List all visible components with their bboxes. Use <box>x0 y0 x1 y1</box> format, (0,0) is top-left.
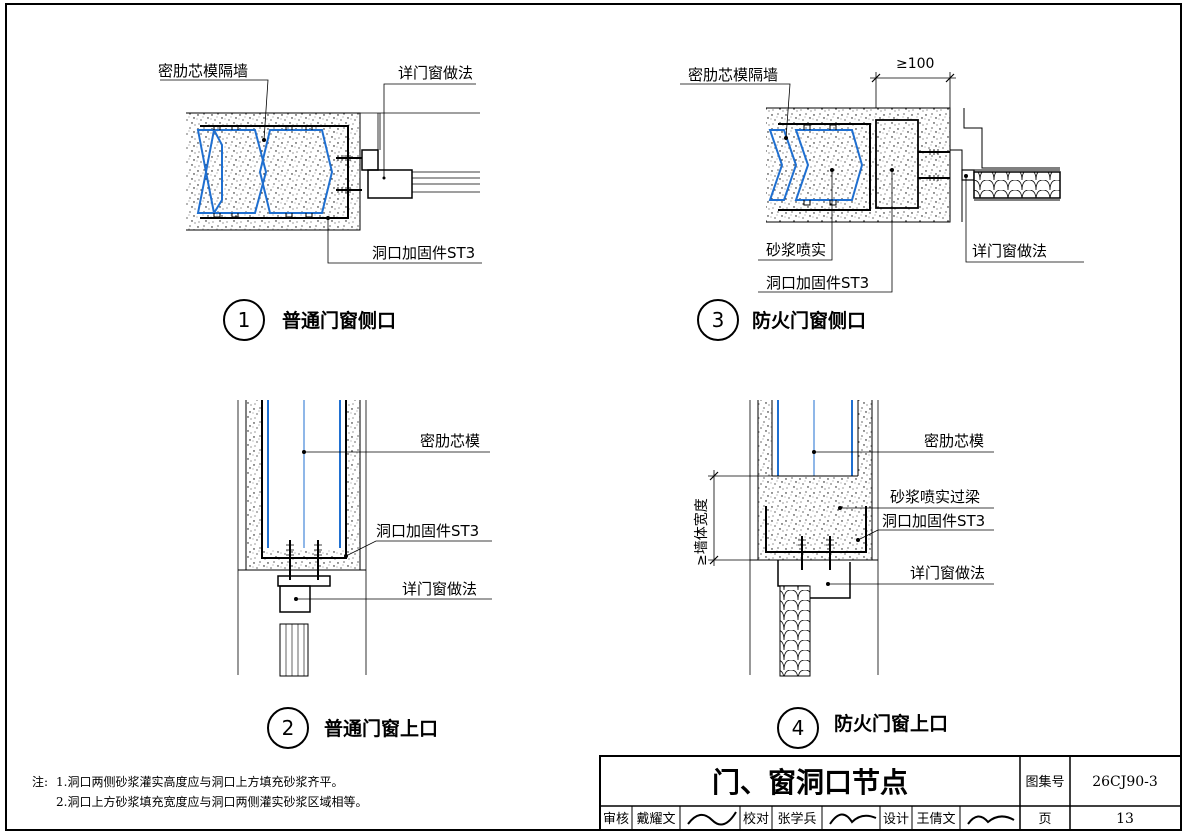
detail-1-drawing <box>160 79 482 264</box>
detail-4-title: 防火门窗上口 <box>834 712 948 735</box>
detail-4-core-label: 密肋芯模 <box>924 432 984 450</box>
detail-4-lintel-label: 砂浆喷实过梁 <box>890 488 980 506</box>
designer-signature <box>967 815 1015 825</box>
detail-1-number: 1 <box>238 308 251 332</box>
review-label: 审核 <box>603 812 629 827</box>
detail-4-drawing <box>708 400 994 677</box>
design-label: 设计 <box>883 812 909 827</box>
detail-3-number-circle <box>697 299 739 341</box>
detail-4-number: 4 <box>792 716 805 740</box>
detail-3-number: 3 <box>712 308 725 332</box>
note-1: 1.洞口两侧砂浆灌实高度应与洞口上方填充砂浆齐平。 <box>56 774 343 789</box>
checker-signature <box>829 813 877 825</box>
page-number: 13 <box>1116 811 1134 827</box>
detail-2-number: 2 <box>282 716 295 740</box>
sheet-title: 门、窗洞口节点 <box>712 766 908 799</box>
reviewer-signature <box>687 811 737 826</box>
detail-1-wall-label: 密肋芯模隔墙 <box>158 62 248 80</box>
detail-4-number-circle <box>777 707 819 749</box>
title-block <box>599 755 1182 831</box>
detail-3-title: 防火门窗侧口 <box>752 309 866 332</box>
atlas-no-label: 图集号 <box>1025 774 1064 790</box>
detail-1-frame-label: 详门窗做法 <box>398 64 473 82</box>
notes-prefix: 注: <box>32 774 48 789</box>
detail-1-anchor-label: 洞口加固件ST3 <box>372 244 475 262</box>
detail-4-dim-label: ≥墙体宽度 <box>693 498 710 566</box>
sheet-border <box>5 3 1182 831</box>
reviewer-name: 戴耀文 <box>636 812 675 827</box>
detail-2-drawing <box>237 400 492 677</box>
detail-1-title: 普通门窗侧口 <box>282 309 396 332</box>
detail-2-core-label: 密肋芯模 <box>420 432 480 450</box>
page-label: 页 <box>1038 812 1051 827</box>
detail-3-mortar-label: 砂浆喷实 <box>766 241 826 259</box>
checker-name: 张学兵 <box>777 811 816 827</box>
detail-2-number-circle <box>267 707 309 749</box>
detail-3-wall-label: 密肋芯模隔墙 <box>688 66 778 84</box>
check-label: 校对 <box>743 811 769 827</box>
designer-name: 王倩文 <box>916 812 955 827</box>
note-2: 2.洞口上方砂浆填充宽度应与洞口两侧灌实砂浆区域相等。 <box>56 794 367 809</box>
detail-3-drawing <box>680 72 1084 293</box>
atlas-no-value: 26CJ90-3 <box>1092 774 1158 790</box>
detail-3-dim-label: ≥100 <box>896 56 934 72</box>
detail-1-number-circle <box>223 299 265 341</box>
detail-2-title: 普通门窗上口 <box>324 717 438 740</box>
detail-2-anchor-label: 洞口加固件ST3 <box>376 522 479 540</box>
detail-2-frame-label: 详门窗做法 <box>402 580 477 598</box>
detail-4-anchor-label: 洞口加固件ST3 <box>882 512 985 530</box>
detail-3-anchor-label: 洞口加固件ST3 <box>766 274 869 292</box>
detail-4-frame-label: 详门窗做法 <box>910 564 985 582</box>
detail-3-frame-label: 详门窗做法 <box>972 242 1047 260</box>
